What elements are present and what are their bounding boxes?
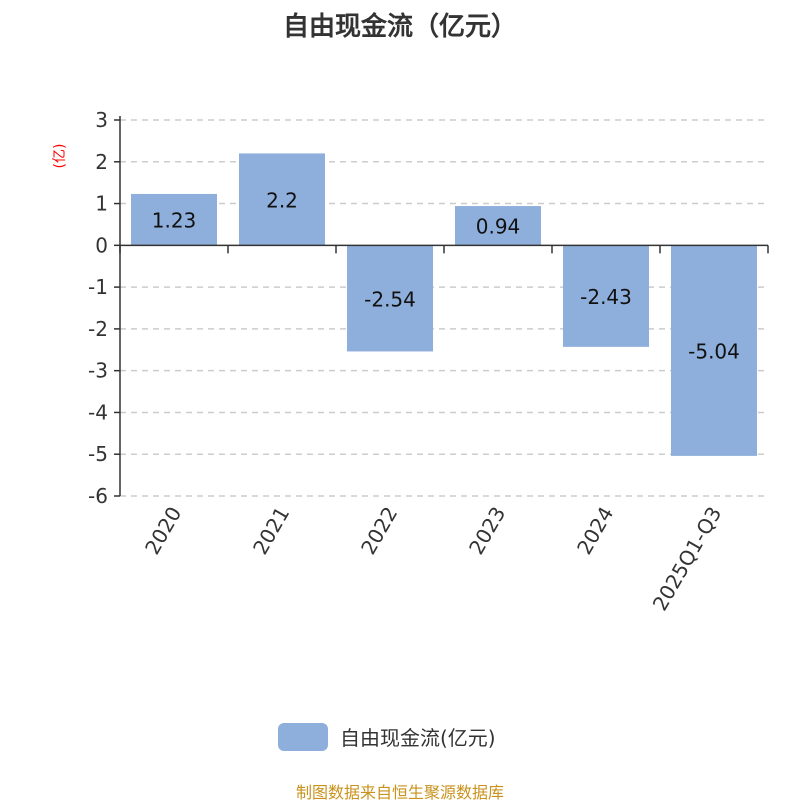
x-tick-label: 2025Q1-Q3 [648, 503, 727, 615]
y-tick-label: 2 [95, 150, 108, 174]
y-tick-label: -1 [88, 275, 108, 299]
data-label: 0.94 [476, 215, 521, 239]
bar-2023 [455, 206, 541, 246]
y-tick-label: 1 [95, 192, 108, 216]
data-label: 2.2 [266, 188, 298, 212]
legend-swatch [278, 722, 328, 751]
legend-label: 自由现金流(亿元) [340, 726, 496, 750]
bar-2020 [131, 193, 217, 246]
y-tick-label: -2 [88, 317, 108, 341]
x-tick-label: 2023 [464, 503, 510, 559]
x-tick-label: 2024 [572, 503, 618, 559]
y-tick-label: 0 [95, 233, 108, 257]
data-label: -2.54 [364, 287, 416, 311]
y-tick-label: -4 [88, 400, 108, 424]
y-axis-label: (亿) [52, 144, 68, 169]
y-tick-label: -6 [88, 484, 108, 508]
data-label: -2.43 [580, 285, 632, 309]
source-note: 制图数据来自恒生聚源数据库 [295, 783, 504, 802]
y-tick-label: 3 [95, 108, 108, 132]
bar-2024 [563, 245, 649, 347]
x-tick-label: 2021 [248, 503, 294, 559]
x-tick-label: 2020 [140, 503, 186, 559]
bar-chart: 3 2 1 0 -1 -2 -3 -4 -5 -6 (亿) 1.23 2020 2.2 2021 -2.54 2… [52, 108, 769, 615]
chart-title: 自由现金流（亿元） [282, 12, 517, 42]
legend[interactable]: 自由现金流(亿元) [278, 722, 496, 751]
bar-2021 [239, 153, 325, 246]
x-tick-label: 2022 [356, 503, 402, 559]
data-label: 1.23 [152, 209, 197, 233]
bar-2025Q1-Q3 [671, 245, 757, 456]
y-tick-label: -5 [88, 442, 108, 466]
data-label: -5.04 [688, 340, 740, 364]
y-tick-label: -3 [88, 359, 108, 383]
bar-2022 [347, 245, 433, 352]
